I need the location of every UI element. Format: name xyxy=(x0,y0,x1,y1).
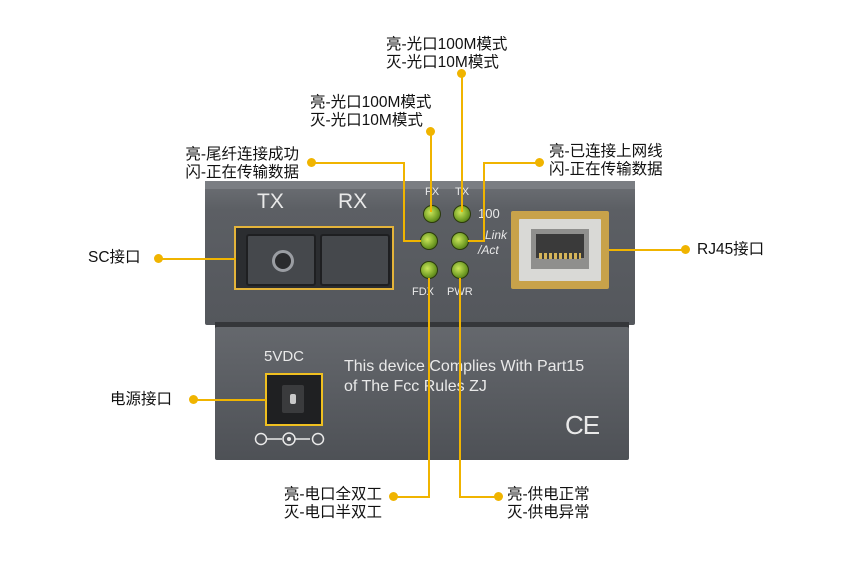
led-fx xyxy=(423,205,441,223)
callout-rj45-port: RJ45接口 xyxy=(697,241,765,258)
compliance-line-2: of The Fcc Rules ZJ xyxy=(344,378,487,395)
rear-panel-top-edge xyxy=(215,322,629,330)
callout-line-pwr-h xyxy=(459,496,497,498)
callout-dot-fdx xyxy=(389,492,398,501)
led-rj45-link xyxy=(451,232,469,250)
callout-dot-fiber-link xyxy=(307,158,316,167)
callout-fx-led: 亮-光口100M模式 灭-光口10M模式 xyxy=(310,94,431,130)
callout-fiber-link-line2: 闪-正在传输数据 xyxy=(185,164,299,181)
led-fdx xyxy=(420,261,438,279)
callout-dot-sc-port xyxy=(154,254,163,263)
callout-rj45-link-line1: 亮-已连接上网线 xyxy=(549,143,663,160)
callout-line-fdx-v xyxy=(428,278,430,498)
ce-mark: CE xyxy=(565,410,600,440)
led-pwr xyxy=(451,261,469,279)
led-fiber-link xyxy=(420,232,438,250)
sc-tx-socket xyxy=(246,234,316,286)
callout-line-power xyxy=(193,399,266,401)
callout-tx-led-line1: 亮-光口100M模式 xyxy=(386,36,508,53)
callout-pwr-led: 亮-供电正常 灭-供电异常 xyxy=(507,486,590,522)
compliance-line-1: This device Complies With Part15 xyxy=(344,358,585,375)
power-jack-pin xyxy=(290,394,296,404)
callout-tx-led: 亮-光口100M模式 灭-光口10M模式 xyxy=(386,36,507,72)
callout-dot-rj45-link xyxy=(535,158,544,167)
polarity-symbol xyxy=(254,432,325,446)
callout-line-fdx-h xyxy=(392,496,430,498)
callout-dot-power xyxy=(189,395,198,404)
led-fdx-label: FDX xyxy=(412,286,434,298)
callout-dot-fx-led xyxy=(426,127,435,136)
rx-silk-label: RX xyxy=(338,190,368,213)
callout-fdx-led-line2: 灭-电口半双工 xyxy=(283,504,382,521)
callout-line-tx-led xyxy=(461,73,463,212)
power-silk-label: 5VDC xyxy=(264,348,305,365)
rj45-pins xyxy=(539,253,581,259)
led-100-label: 100 xyxy=(478,206,500,221)
callout-line-rj45-link-h xyxy=(483,162,538,164)
dc-power-jack xyxy=(265,373,323,426)
callout-fdx-led: 亮-电口全双工 灭-电口半双工 xyxy=(256,486,382,522)
callout-fx-led-line2: 灭-光口10M模式 xyxy=(310,112,423,129)
rj45-opening xyxy=(531,229,589,269)
led-act-label: /Act xyxy=(478,243,499,257)
callout-fiber-link-line1: 亮-尾纤连接成功 xyxy=(185,146,299,163)
callout-fx-led-line1: 亮-光口100M模式 xyxy=(310,94,432,111)
sc-fiber-port xyxy=(234,226,394,290)
callout-dot-rj45-port xyxy=(681,245,690,254)
callout-sc-port: SC接口 xyxy=(88,249,141,266)
callout-line-sc-port xyxy=(158,258,236,260)
callout-rj45-link: 亮-已连接上网线 闪-正在传输数据 xyxy=(549,143,663,179)
callout-rj45-link-line2: 闪-正在传输数据 xyxy=(549,161,663,178)
sc-ferrule xyxy=(272,250,294,272)
callout-dot-tx-led xyxy=(457,69,466,78)
callout-line-fx-led xyxy=(430,130,432,212)
callout-dot-pwr xyxy=(494,492,503,501)
callout-line-rj45-port xyxy=(609,249,685,251)
callout-line-fiber-link-v xyxy=(403,162,405,241)
callout-line-rj45-link-h2 xyxy=(468,240,485,242)
callout-power-port: 电源接口 xyxy=(110,391,173,408)
callout-fdx-led-line1: 亮-电口全双工 xyxy=(283,486,382,503)
callout-line-fiber-link-h2 xyxy=(403,240,421,242)
callout-line-fiber-link-h xyxy=(311,162,403,164)
rj45-housing xyxy=(519,219,601,281)
callout-pwr-led-line2: 灭-供电异常 xyxy=(507,504,590,521)
sc-rx-socket xyxy=(320,234,390,286)
callout-line-rj45-link-v xyxy=(483,162,485,241)
led-link-label: Link xyxy=(485,228,508,242)
callout-tx-led-line2: 灭-光口10M模式 xyxy=(386,54,499,71)
callout-line-pwr-v xyxy=(459,278,461,498)
rj45-port xyxy=(511,211,609,289)
callout-fiber-link: 亮-尾纤连接成功 闪-正在传输数据 xyxy=(165,146,299,182)
power-jack-socket xyxy=(282,385,304,413)
callout-pwr-led-line1: 亮-供电正常 xyxy=(507,486,590,503)
tx-silk-label: TX xyxy=(257,190,284,213)
front-panel-top-edge xyxy=(205,181,635,189)
led-fx-label: FX xyxy=(425,186,440,198)
